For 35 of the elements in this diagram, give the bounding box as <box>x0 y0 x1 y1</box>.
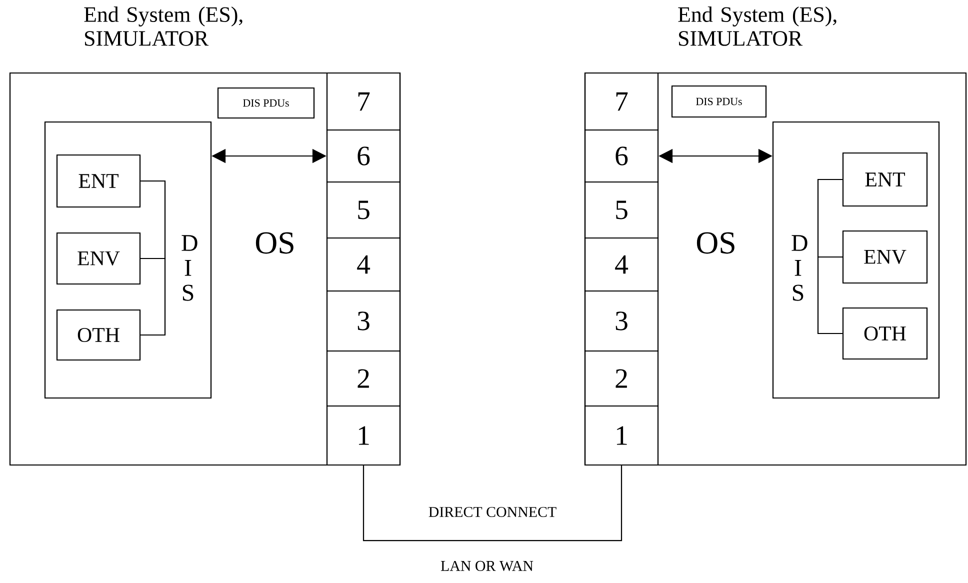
system-heading: End System (ES), SIMULATOR <box>678 6 836 46</box>
layer-box: 7 <box>326 72 401 131</box>
module-box: OTH <box>56 309 141 361</box>
layer-box: 6 <box>326 129 401 183</box>
module-box: ENV <box>842 230 928 284</box>
layer-box: 4 <box>326 237 401 292</box>
layer-box: 2 <box>326 350 401 407</box>
pdu-box: DIS PDUs <box>671 85 767 118</box>
layer-box: 3 <box>584 290 659 352</box>
layer-box: 4 <box>584 237 659 292</box>
layer-box: 5 <box>326 181 401 239</box>
module-box: ENT <box>56 154 141 208</box>
layer-box: 7 <box>584 72 659 131</box>
module-box: OTH <box>842 307 928 360</box>
connector <box>140 180 166 260</box>
connector <box>817 178 842 258</box>
connector <box>362 466 622 542</box>
layer-box: 6 <box>584 129 659 183</box>
layer-box: 1 <box>584 405 659 466</box>
os-label: OS <box>256 232 294 254</box>
layer-box: 1 <box>326 405 401 466</box>
dis-label: D I S <box>182 235 198 301</box>
connector <box>817 256 842 334</box>
os-label: OS <box>696 232 734 254</box>
layer-box: 2 <box>584 350 659 407</box>
dis-label: D I S <box>792 235 808 301</box>
pdu-box: DIS PDUs <box>217 87 315 119</box>
connector <box>140 258 166 336</box>
module-box: ENT <box>842 152 928 207</box>
network-label: LAN OR WAN <box>440 560 534 572</box>
edge-label: DIRECT CONNECT <box>428 506 556 517</box>
system-heading: End System (ES), SIMULATOR <box>84 6 242 46</box>
module-box: ENV <box>56 232 141 285</box>
layer-box: 3 <box>326 290 401 352</box>
layer-box: 5 <box>584 181 659 239</box>
